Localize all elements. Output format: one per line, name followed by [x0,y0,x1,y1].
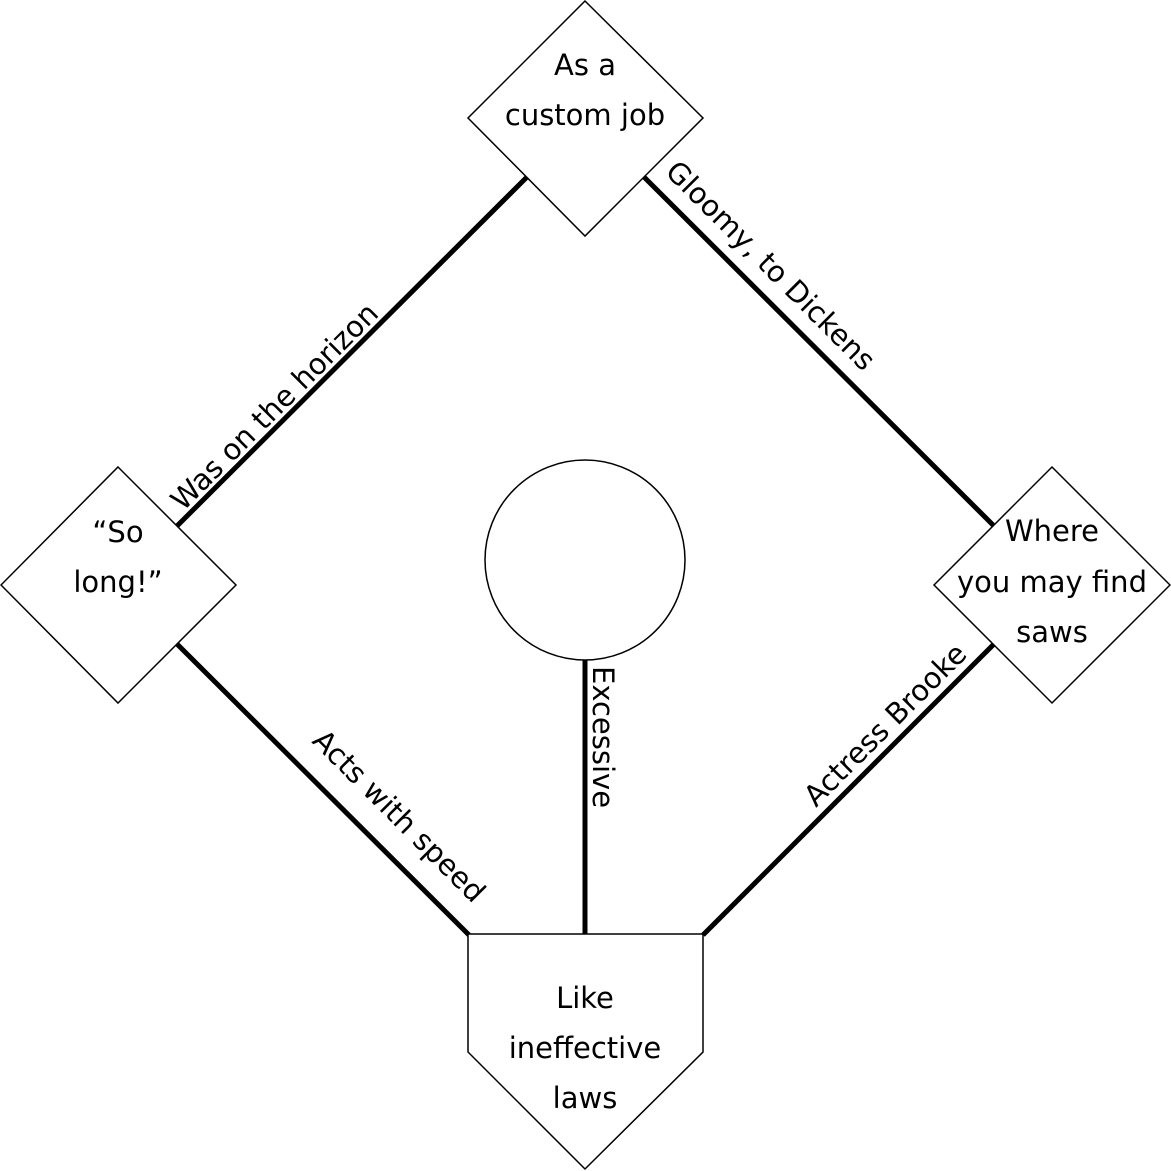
third-base-label-line-2: long!” [73,565,162,599]
first-base-label-line-1: Where [1005,514,1099,548]
third-base [0,465,238,705]
second-base-label-line-1: As a [554,48,616,82]
first-base [932,465,1171,705]
home-plate-label-line-2: ineffective [509,1031,661,1065]
first-base-label-line-3: saws [1016,615,1088,649]
edge-second-to-first [642,175,996,528]
edge-first-to-home [701,642,996,937]
edge-third-to-second [175,175,529,528]
second-base-label-line-2: custom job [505,98,665,132]
edge-label-second-to-first: Gloomy, to Dickens [659,154,882,377]
edge-label-third-to-second: Was on the horizon [164,296,385,517]
home-plate-label-line-1: Like [556,981,614,1015]
edge-third-to-home [175,642,471,937]
edge-label-first-to-home: Actress Brooke [797,637,973,813]
third-base-label-line-1: “So [92,515,143,549]
home-plate [467,933,704,1171]
edge-label-mound-to-home: Excessive [586,666,620,808]
home-plate-label-line-3: laws [553,1081,618,1115]
second-base [466,0,705,238]
pitchers-mound [484,459,686,661]
first-base-label-line-2: you may find [957,565,1147,599]
edge-label-third-to-home: Acts with speed [306,723,492,909]
